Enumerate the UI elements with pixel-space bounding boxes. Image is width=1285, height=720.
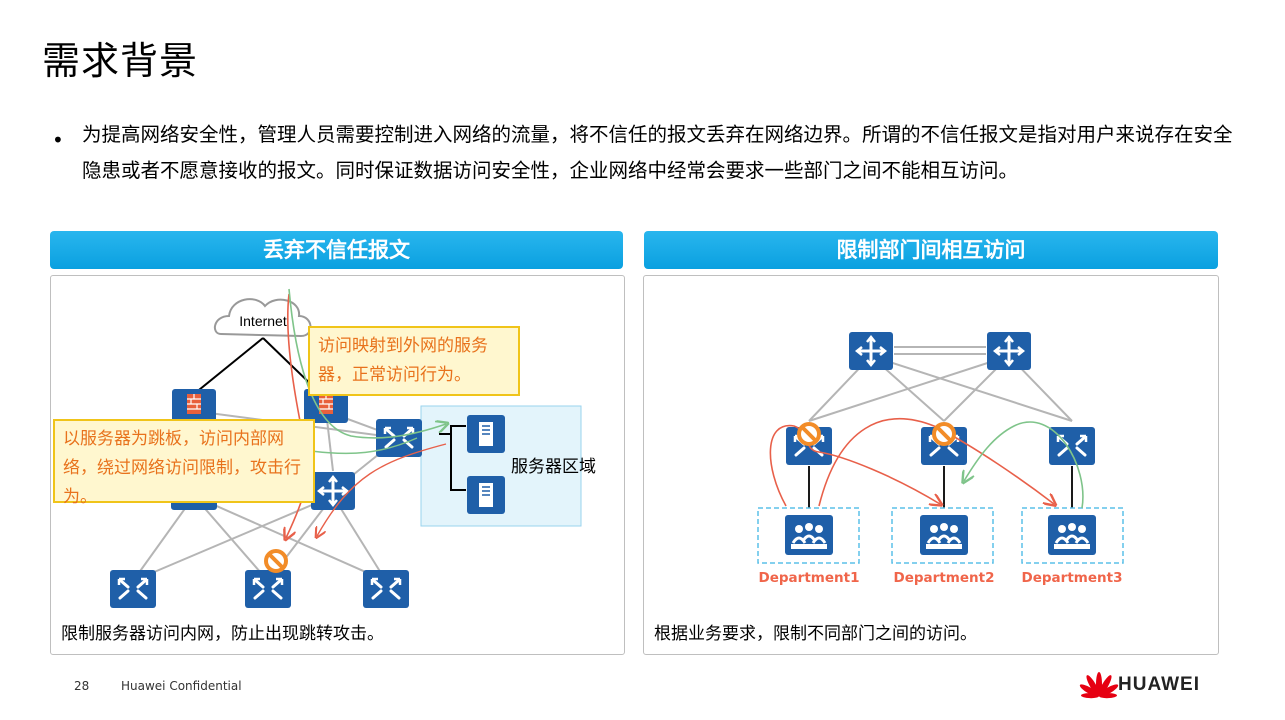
right-panel-caption: 根据业务要求，限制不同部门之间的访问。 [654, 624, 977, 644]
department1-icon [783, 513, 835, 557]
intro-paragraph: 为提高网络安全性，管理人员需要控制进入网络的流量，将不信任的报文丢弃在网络边界。… [82, 123, 1233, 182]
confidential-label: Huawei Confidential [121, 679, 242, 693]
callout-normal-access: 访问映射到外网的服务器，正常访问行为。 [308, 326, 520, 396]
callout-attack: 以服务器为跳板，访问内部网络，绕过网络访问限制，攻击行为。 [53, 419, 315, 507]
department2-icon [918, 513, 970, 557]
dept3-to-dept2-arrow [964, 421, 1084, 509]
page-title: 需求背景 [42, 39, 199, 83]
jump-attack-arrow [317, 443, 447, 536]
server-bottom-icon [466, 475, 506, 515]
right-links [808, 346, 1073, 422]
page-number: 28 [74, 679, 90, 693]
right-panel-header: 限制部门间相互访问 [644, 231, 1218, 269]
department-zones [757, 507, 1124, 564]
access-links [808, 466, 1073, 508]
department2-label: Department2 [893, 570, 995, 586]
core-router-right-icon [309, 470, 357, 512]
department1-label: Department1 [758, 570, 860, 586]
huawei-wordmark: HUAWEI [1118, 674, 1200, 695]
core-router-2-icon [985, 330, 1033, 372]
huawei-logo: HUAWEI [1079, 670, 1222, 702]
access-switch-3-icon [361, 568, 411, 610]
huawei-petal-icon [1079, 672, 1119, 699]
forbidden-icon-1 [797, 422, 821, 446]
forbidden-icon-2 [932, 422, 956, 446]
forbidden-icon [264, 549, 288, 573]
department3-label: Department3 [1021, 570, 1123, 586]
internet-label: Internet [239, 313, 287, 329]
right-network-diagram [757, 330, 1124, 564]
left-panel-caption: 限制服务器访问内网，防止出现跳转攻击。 [61, 624, 384, 644]
bullet-marker: • [52, 128, 64, 152]
left-panel: Internet 访问映射到外网的服务器，正常访问行为。 以服务器为跳板，访问内… [50, 275, 625, 655]
left-panel-header: 丢弃不信任报文 [50, 231, 623, 269]
server-top-icon [466, 414, 506, 454]
access-switch-2-icon [243, 568, 293, 610]
right-panel: Department1 Department2 Department3 根据业务… [643, 275, 1219, 655]
normal-access-arrow-2 [310, 437, 418, 455]
core-router-1-icon [847, 330, 895, 372]
normal-access-arrow [288, 288, 446, 439]
access-switch-1-icon [108, 568, 158, 610]
department3-icon [1046, 513, 1098, 557]
internet-cloud-icon [213, 298, 312, 338]
server-zone-label: 服务器区域 [511, 457, 596, 477]
dept1-to-dept3-arrow [818, 418, 1054, 506]
firewall-left-icon [171, 388, 217, 424]
